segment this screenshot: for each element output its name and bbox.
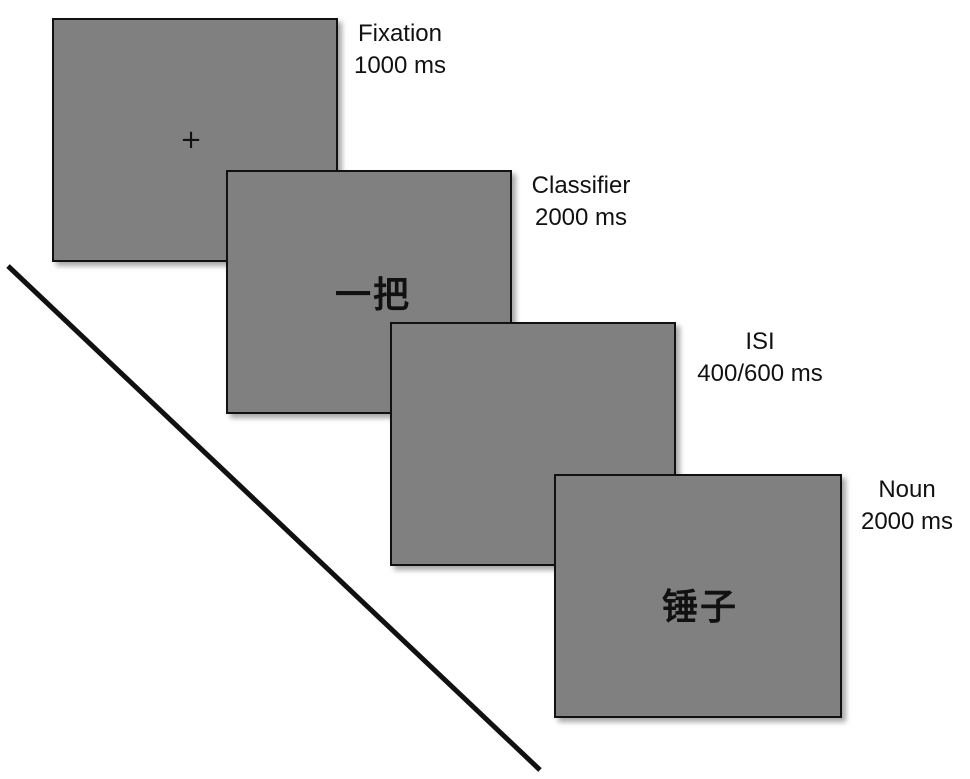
classifier-stimulus: 一把 [334, 274, 411, 316]
isi-label: ISI 400/600 ms [680, 326, 840, 390]
stage-name: Fixation [357, 20, 443, 47]
stage-duration: 1000 ms [353, 52, 447, 79]
stage-name: Classifier [531, 172, 631, 199]
stage-duration: 2000 ms [860, 508, 954, 535]
stage-name: Noun [878, 476, 936, 503]
fixation-cross: + [180, 125, 202, 155]
noun-stimulus: 锤子 [661, 586, 738, 628]
stage-duration: 2000 ms [534, 204, 628, 231]
classifier-label: Classifier 2000 ms [516, 170, 646, 234]
stage-duration: 400/600 ms [697, 360, 823, 387]
stage-name: ISI [745, 328, 775, 355]
noun-label: Noun 2000 ms [846, 474, 968, 538]
isi-screen [390, 322, 676, 566]
noun-screen: 锤子 [554, 474, 842, 718]
fixation-label: Fixation 1000 ms [342, 18, 458, 82]
